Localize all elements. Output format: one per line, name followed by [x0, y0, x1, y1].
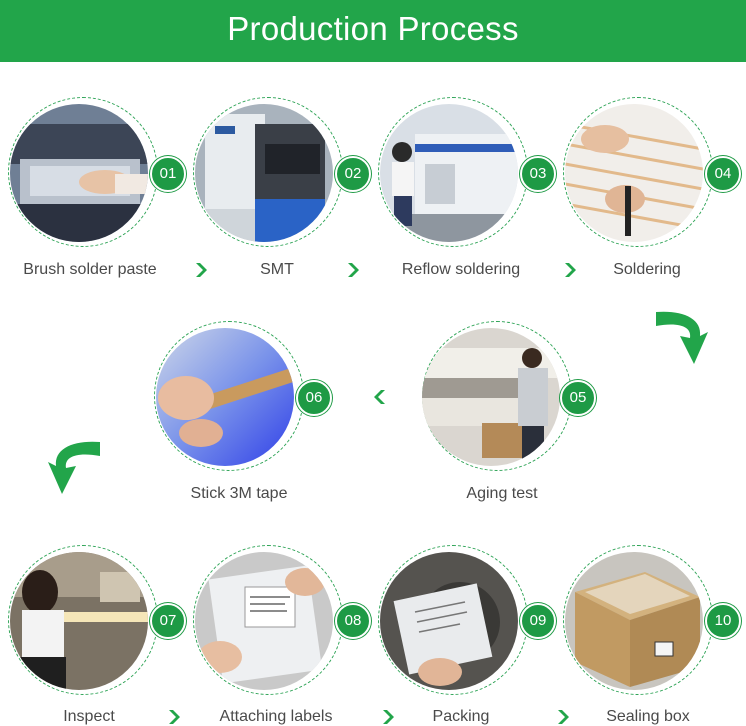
photo-aging-test: [422, 328, 560, 466]
step-label: Sealing box: [606, 708, 690, 725]
step-number-badge: 09: [520, 603, 556, 639]
photo-attaching-labels: [195, 552, 333, 690]
step-number-badge: 06: [296, 380, 332, 416]
step-label: Soldering: [613, 261, 681, 278]
photo-smt: [195, 104, 333, 242]
step-label: SMT: [260, 261, 294, 278]
step-number-badge: 03: [520, 156, 556, 192]
step-number-badge: 10: [705, 603, 741, 639]
step-label: Stick 3M tape: [190, 485, 288, 502]
step-number-badge: 02: [335, 156, 371, 192]
chevron-right-icon: [565, 263, 576, 277]
step-label: Attaching labels: [219, 708, 333, 725]
step-label: Brush solder paste: [23, 261, 157, 278]
step-number-badge: 08: [335, 603, 371, 639]
chevron-right-icon: [558, 710, 569, 724]
chevron-right-icon: [196, 263, 207, 277]
photo-sealing-box: [565, 552, 703, 690]
step-number-badge: 07: [150, 603, 186, 639]
photo-soldering: [565, 104, 703, 242]
step-number-badge: 01: [150, 156, 186, 192]
step-label: Packing: [432, 708, 490, 725]
step-label: Reflow soldering: [401, 261, 521, 278]
photo-brush-solder-paste: [10, 104, 148, 242]
step-label: Aging test: [466, 485, 538, 502]
photo-reflow-soldering: [380, 104, 518, 242]
photo-stick-3m-tape: [156, 328, 294, 466]
photo-inspect: [10, 552, 148, 690]
chevron-right-icon: [169, 710, 180, 724]
photo-packing: [380, 552, 518, 690]
step-label: Inspect: [63, 708, 115, 725]
step-number-badge: 04: [705, 156, 741, 192]
curved-arrow-icon: [656, 311, 708, 364]
header-banner: Production Process: [0, 0, 746, 62]
chevron-right-icon: [348, 263, 359, 277]
chevron-right-icon: [383, 710, 394, 724]
curved-arrow-icon: [48, 441, 100, 494]
step-number-badge: 05: [560, 380, 596, 416]
chevron-left-icon: [374, 390, 385, 404]
page-title: Production Process: [227, 10, 519, 47]
